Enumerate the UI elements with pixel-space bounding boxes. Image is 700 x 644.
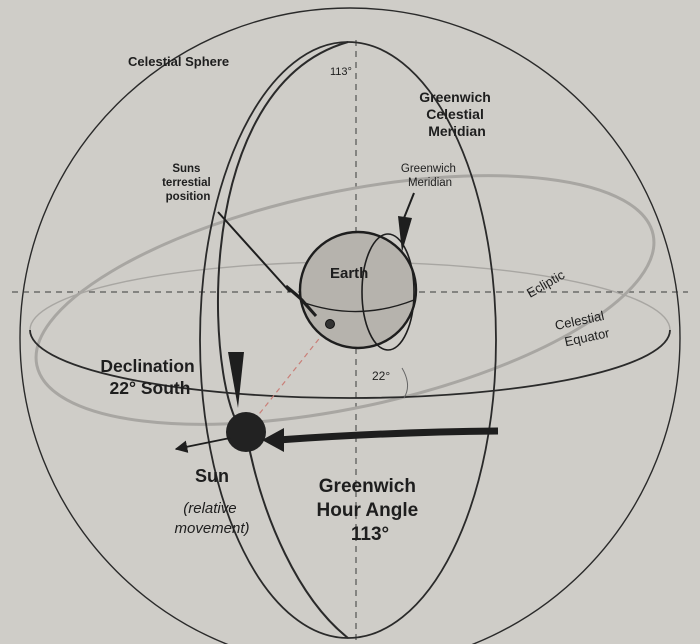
- hour-angle-arrow: [277, 427, 499, 444]
- sun-movement-arrow: [174, 437, 231, 453]
- rm-line-1: (relative: [183, 500, 236, 517]
- sun-terrestrial-point: [325, 319, 335, 329]
- earth-label: Earth: [330, 265, 368, 282]
- greenwich-hour-angle-label: Greenwich Hour Angle 113°: [317, 476, 424, 545]
- stp-line-2: terrestial: [162, 177, 211, 189]
- declination-label: Declination 22° South: [100, 356, 199, 398]
- gcm-line-1: Greenwich: [419, 89, 491, 105]
- declination-arrowhead: [228, 352, 244, 408]
- terrestial-position-arrowhead: [285, 284, 318, 318]
- gha-line-1: Greenwich: [319, 476, 416, 497]
- gcm-line-2: Celestial: [426, 106, 484, 122]
- ecliptic-label: Ecliptic: [524, 267, 568, 301]
- angle-22-label: 22°: [372, 369, 390, 383]
- suns-terrestial-position-label: Suns terrestial position: [162, 163, 214, 203]
- earth-globe: [298, 230, 418, 350]
- gha-line-2: Hour Angle: [317, 500, 419, 521]
- gha-line-3: 113°: [351, 524, 389, 545]
- stp-line-3: position: [166, 191, 211, 203]
- relative-movement-label: (relative movement): [174, 500, 249, 537]
- hour-angle-arrowhead: [262, 428, 284, 452]
- earth-meridian-line: [361, 233, 415, 351]
- greenwich-meridian-label: Greenwich Meridian: [401, 163, 459, 189]
- celestial-sphere-label: Celestial Sphere: [128, 54, 229, 69]
- rm-line-2: movement): [174, 520, 249, 537]
- earth: [298, 230, 418, 351]
- ecliptic-circle: [34, 174, 656, 426]
- sun-disc: [226, 412, 266, 452]
- earth-sun-dashed-line: [247, 324, 331, 429]
- decl-line-2: 22° South: [110, 378, 191, 398]
- top-angle-label: 113°: [330, 66, 352, 78]
- celestial-equator-label: Celestial Equator: [554, 307, 613, 350]
- gcm-line-3: Meridian: [428, 123, 486, 139]
- celestial-sphere-outline: [19, 7, 681, 644]
- celestial-equator-front: [29, 330, 671, 399]
- angle-22-arc: [401, 367, 408, 399]
- greenwich-meridian-pointer: [403, 192, 415, 219]
- gm-line-2: Meridian: [408, 177, 452, 189]
- earth-equator-line: [301, 299, 415, 313]
- gm-line-1: Greenwich: [401, 163, 456, 175]
- decl-line-1: Declination: [100, 356, 194, 376]
- terrestial-position-pointer: [217, 211, 291, 293]
- sun-hour-circle: [217, 41, 349, 639]
- sun-label: Sun: [195, 466, 229, 486]
- greenwich-celestial-meridian-label: Greenwich Celestial Meridian: [419, 89, 494, 139]
- stp-line-1: Suns: [172, 163, 200, 175]
- greenwich-meridian-arrowhead: [398, 216, 412, 252]
